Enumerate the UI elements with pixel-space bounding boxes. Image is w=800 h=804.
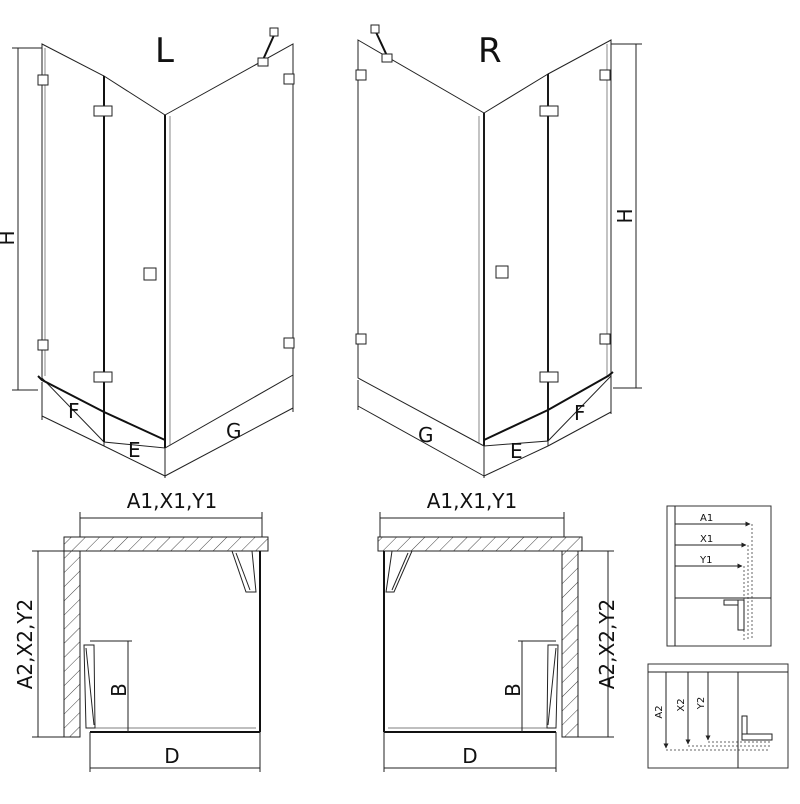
hinge-icon — [93, 105, 113, 117]
right-plan-view: A1,X1,Y1 A2,X2,Y2 B D — [377, 489, 619, 772]
hinge-icon — [37, 339, 49, 351]
plan-b-dimension-right: B — [501, 683, 525, 697]
plan-d-dimension-right: D — [462, 744, 477, 768]
right-variant-label: R — [478, 31, 502, 71]
profile-detail-icon — [741, 733, 773, 741]
plan-side-dimension-right: A2,X2,Y2 — [595, 599, 619, 690]
folding-door-icon — [546, 644, 559, 729]
left-plan-view: A1,X1,Y1 A2,X2,Y2 B D — [13, 489, 269, 772]
door-handle-icon — [143, 267, 157, 281]
plan-top-dimension-right: A1,X1,Y1 — [427, 489, 518, 513]
folding-door-icon — [83, 644, 96, 729]
tray-edge-right — [483, 371, 614, 441]
panel-g-right — [357, 39, 485, 447]
left-3d-view: L — [0, 27, 295, 478]
detail-x2-label: X2 — [676, 698, 687, 711]
hinge-icon — [355, 333, 367, 345]
plan-b-dimension-left: B — [107, 683, 131, 697]
panel-g-left — [164, 43, 294, 449]
hinge-icon — [539, 371, 559, 383]
wall-top-right — [377, 536, 583, 552]
wall-side-right — [561, 550, 579, 738]
plan-top-dimension-left: A1,X1,Y1 — [127, 489, 218, 513]
height-label-right: H — [613, 208, 637, 223]
hinge-bracket-icon — [231, 550, 257, 593]
hinge-icon — [283, 73, 295, 85]
hinge-icon — [539, 105, 559, 117]
plan-side-dimension-left: A2,X2,Y2 — [13, 599, 37, 690]
detail-x1-label: X1 — [700, 534, 713, 545]
detail-y2-label: Y2 — [696, 697, 707, 710]
hinge-icon — [355, 69, 367, 81]
height-label-left: H — [0, 230, 19, 245]
detail-side-inset: A2 X2 Y2 — [647, 663, 789, 769]
left-variant-label: L — [155, 31, 174, 71]
panel-e-left — [103, 75, 166, 449]
stabilizer-bar-icon — [257, 27, 279, 67]
width-f-label-left: F — [68, 399, 80, 423]
hinge-icon — [37, 74, 49, 86]
door-handle-icon — [495, 265, 509, 279]
detail-a1-label: A1 — [700, 513, 713, 524]
plan-d-dimension-left: D — [164, 744, 179, 768]
width-f-label-right: F — [574, 401, 586, 425]
width-e-label-right: E — [510, 439, 523, 463]
detail-y1-label: Y1 — [699, 555, 712, 566]
width-e-label-left: E — [128, 438, 141, 462]
hinge-icon — [599, 69, 611, 81]
stabilizer-bar-icon — [370, 24, 393, 63]
wall-top-left — [63, 536, 269, 552]
width-g-label-left: G — [226, 419, 242, 443]
tray-edge-left — [37, 375, 166, 441]
width-g-label-right: G — [418, 423, 434, 447]
hinge-bracket-icon — [385, 550, 413, 593]
detail-a2-label: A2 — [654, 705, 665, 718]
hinge-icon — [599, 333, 611, 345]
panel-e-right — [483, 73, 549, 447]
hinge-icon — [283, 337, 295, 349]
detail-top-inset: A1 X1 Y1 — [666, 505, 772, 647]
hinge-icon — [93, 371, 113, 383]
wall-side-left — [63, 550, 81, 738]
right-3d-view: R H — [355, 24, 642, 478]
profile-detail-icon — [723, 599, 739, 606]
